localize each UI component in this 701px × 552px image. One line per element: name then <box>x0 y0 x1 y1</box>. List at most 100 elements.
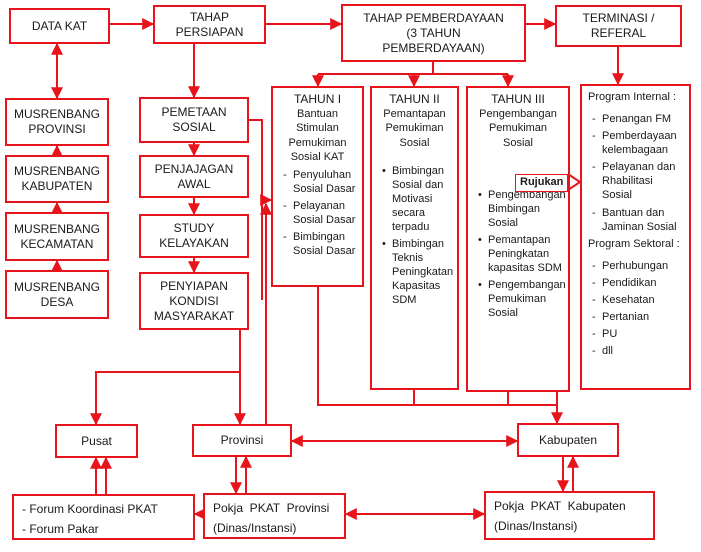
pokja-kabupaten-line2: (Dinas/Instansi) <box>494 518 578 533</box>
tahun1-list: Penyuluhan Sosial Dasar Pelayanan Sosial… <box>279 168 356 258</box>
musrenbang-kabupaten-box: MUSRENBANG KABUPATEN <box>5 155 109 203</box>
list-item: Pendidikan <box>592 276 683 290</box>
tahun2-sub1: Pemantapan <box>383 108 446 121</box>
list-item: Penyuluhan Sosial Dasar <box>283 168 356 196</box>
list-item: Bimbingan Teknis Peningkatan Kapasitas S… <box>382 237 453 307</box>
list-item: Pengembangan Bimbingan Sosial <box>478 188 566 230</box>
study-kelayakan-line1: STUDY <box>173 221 215 235</box>
program-box: Program Internal : Penangan FM Pemberday… <box>580 84 691 390</box>
list-item: Penangan FM <box>592 112 683 126</box>
tahap-pemberdayaan-line1: TAHAP PEMBERDAYAAN <box>363 10 504 25</box>
tahun1-title: TAHUN I <box>293 92 342 106</box>
kabupaten-label: Kabupaten <box>538 432 598 447</box>
list-item: Pengembangan Pemukiman Sosial <box>478 278 566 320</box>
list-item: Pelayanan dan Rhabilitasi Sosial <box>592 160 683 202</box>
tahun2-header: TAHUN II Pemantapan Pemukiman Sosial <box>378 92 451 150</box>
musrenbang-kecamatan-line2: KECAMATAN <box>20 236 94 251</box>
list-item: Pertanian <box>592 310 683 324</box>
tahun3-sub2: Pemukiman <box>488 122 548 135</box>
program-internal-list: Penangan FM Pemberdayaan kelembagaan Pel… <box>588 112 683 234</box>
forum-koordinasi-text: - Forum Koordinasi PKAT <box>22 502 158 516</box>
rujukan-label-box <box>515 174 568 192</box>
musrenbang-kabupaten-line1: MUSRENBANG <box>13 164 100 178</box>
musrenbang-provinsi-line1: MUSRENBANG <box>13 107 100 121</box>
tahun3-title: TAHUN III <box>491 92 545 106</box>
tahap-persiapan-box: TAHAP PERSIAPAN <box>153 5 266 44</box>
tahun2-title: TAHUN II <box>389 92 440 106</box>
tahun1-sub2: Stimulan <box>296 122 339 135</box>
list-item: dll <box>592 344 683 358</box>
list-item: PU <box>592 327 683 341</box>
list-item: Kesehatan <box>592 293 683 307</box>
program-sektoral-title: Program Sektoral : <box>588 237 680 250</box>
list-item: Bimbingan Sosial Dasar <box>283 230 356 258</box>
tahap-persiapan-line2: PERSIAPAN <box>175 24 244 39</box>
tahun2-sub2: Pemukiman <box>385 122 444 135</box>
pokja-provinsi-line2: (Dinas/Instansi) <box>213 520 297 535</box>
terminasi-box: TERMINASI / REFERAL <box>555 5 682 47</box>
tahun3-sub3: Sosial <box>503 136 533 149</box>
pusat-label: Pusat <box>81 433 112 448</box>
arrow-pemetaan-tahun1 <box>249 119 273 206</box>
tahap-pemberdayaan-box: TAHAP PEMBERDAYAAN (3 TAHUN PEMBERDAYAAN… <box>341 4 526 62</box>
data-kat-label: DATA KAT <box>31 18 88 33</box>
tahun3-header: TAHUN III Pengembangan Pemukiman Sosial <box>474 92 562 150</box>
musrenbang-kabupaten-line2: KABUPATEN <box>21 179 93 193</box>
rujukan-label: Rujukan <box>520 176 564 188</box>
tahun1-sub1: Bantuan <box>297 108 338 121</box>
tahun1-sub3: Pemukiman <box>288 136 347 149</box>
list-item: Pelayanan Sosial Dasar <box>283 199 356 227</box>
pusat-box: Pusat <box>55 424 138 458</box>
tahun3-list: Pengembangan Bimbingan Sosial Pemantapan… <box>474 188 566 321</box>
penjajagan-awal-line2: AWAL <box>177 176 211 191</box>
pemetaan-sosial-line2: SOSIAL <box>172 120 216 134</box>
program-internal-title: Program Internal : <box>588 91 677 103</box>
pokja-provinsi-box: Pokja PKAT Provinsi (Dinas/Instansi) <box>203 493 346 539</box>
musrenbang-kecamatan-line1: MUSRENBANG <box>13 221 100 236</box>
data-kat-box: DATA KAT <box>9 8 110 44</box>
tahun1-header: TAHUN I Bantuan Stimulan Pemukiman Sosia… <box>279 92 356 164</box>
forum-box: - Forum Koordinasi PKAT - Forum Pakar <box>12 494 195 540</box>
musrenbang-kecamatan-box: MUSRENBANG KECAMATAN <box>5 212 109 261</box>
musrenbang-provinsi-box: MUSRENBANG PROVINSI <box>5 98 109 146</box>
forum-pakar-text: - Forum Pakar <box>22 521 99 536</box>
tahap-persiapan-line1: TAHAP <box>189 9 230 24</box>
pemetaan-sosial-line1: PEMETAAN <box>161 105 227 119</box>
terminasi-line2: REFERAL <box>590 26 647 40</box>
list-item: Bimbingan Sosial dan Motivasi secara ter… <box>382 164 451 234</box>
list-item: Bantuan dan Jaminan Sosial <box>592 206 683 234</box>
pokja-provinsi-line1: Pokja PKAT Provinsi <box>213 501 330 515</box>
study-kelayakan-line2: KELAYAKAN <box>159 236 229 250</box>
pokja-kabupaten-box: Pokja PKAT Kabupaten (Dinas/Instansi) <box>484 491 655 540</box>
study-kelayakan-box: STUDY KELAYAKAN <box>139 214 249 258</box>
provinsi-label: Provinsi <box>220 433 264 447</box>
tahun1-box: TAHUN I Bantuan Stimulan Pemukiman Sosia… <box>271 86 364 287</box>
program-sektoral-list: Perhubungan Pendidikan Kesehatan Pertani… <box>588 259 683 359</box>
terminasi-line1: TERMINASI / <box>582 11 655 25</box>
penyiapan-kondisi-line2: KONDISI <box>169 293 219 308</box>
penyiapan-kondisi-box: PENYIAPAN KONDISI MASYARAKAT <box>139 272 249 330</box>
tahun2-sub3: Sosial <box>399 136 430 149</box>
tahap-pemberdayaan-line2: (3 TAHUN <box>406 25 461 40</box>
penyiapan-kondisi-line1: PENYIAPAN <box>160 278 228 293</box>
musrenbang-desa-line2: DESA <box>40 294 74 309</box>
penjajagan-awal-line1: PENJAJAGAN <box>154 161 234 176</box>
arrow-to-pusat <box>90 371 240 426</box>
musrenbang-provinsi-line2: PROVINSI <box>28 122 86 136</box>
musrenbang-desa-line1: MUSRENBANG <box>13 279 100 294</box>
tahun3-box: TAHUN III Pengembangan Pemukiman Sosial … <box>466 86 570 392</box>
penyiapan-kondisi-line3: MASYARAKAT <box>153 308 235 323</box>
tahun1-sub4: Sosial KAT <box>290 150 345 163</box>
penjajagan-awal-box: PENJAJAGAN AWAL <box>139 155 249 198</box>
list-item: Pemantapan Peningkatan kapasitas SDM <box>478 233 562 275</box>
tahap-pemberdayaan-line3: PEMBERDAYAAN) <box>382 40 485 55</box>
list-item: Pemberdayaan kelembagaan <box>592 129 683 157</box>
tahun2-list: Bimbingan Sosial dan Motivasi secara ter… <box>378 164 453 308</box>
pemetaan-sosial-box: PEMETAAN SOSIAL <box>139 97 249 143</box>
pokja-kabupaten-line1: Pokja PKAT Kabupaten <box>494 499 626 513</box>
musrenbang-desa-box: MUSRENBANG DESA <box>5 270 109 319</box>
tahun3-sub1: Pengembangan <box>479 108 557 121</box>
tahun2-box: TAHUN II Pemantapan Pemukiman Sosial Bim… <box>370 86 459 390</box>
kabupaten-box: Kabupaten <box>517 423 619 457</box>
